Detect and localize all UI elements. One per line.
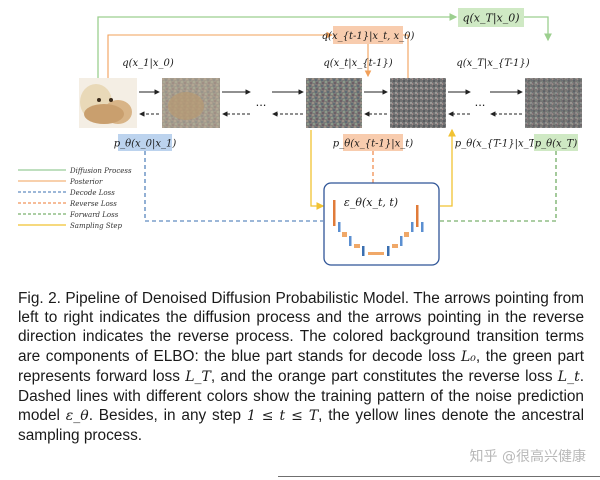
image-xt-1 <box>306 78 362 128</box>
ellipsis-left: ... <box>256 94 267 109</box>
forward-marginal-arrow <box>524 16 552 42</box>
bottom-rule <box>278 476 600 477</box>
posterior-label: q(x_{t-1}|x_t, x_0) <box>322 31 415 42</box>
prior-box <box>534 134 578 151</box>
forward-label-T: q(x_T|x_{T-1}) <box>456 58 529 69</box>
prior-label: p_θ(x_T) <box>535 139 578 150</box>
posterior-link-left <box>107 31 334 78</box>
caption-text-5: . Besides, in any step <box>88 407 247 425</box>
caption-text-2: , the green part represents forward loss <box>18 347 584 385</box>
posterior-box <box>333 26 403 44</box>
noise-model-box <box>323 182 440 266</box>
watermark: 知乎 @很高兴健康 <box>469 449 586 465</box>
caption-math-step-range: 1 ≤ t ≤ T <box>246 408 319 425</box>
caption-math-forward-loss: L_T <box>185 368 211 385</box>
unet-diagram <box>333 200 424 256</box>
legend-label-sampling: Sampling Step <box>70 222 123 230</box>
ddpm-pipeline-figure: q(x_T|x_0) q(x_{t-1}|x_t, x_0) q(x_1|x_0… <box>18 8 582 266</box>
legend-label-forward: Forward Loss <box>69 211 119 219</box>
image-xT <box>525 78 582 128</box>
decode-loss-dash <box>144 151 323 222</box>
forward-marginal-box <box>458 8 524 27</box>
image-x1 <box>162 78 220 128</box>
forward-marginal-label: q(x_T|x_0) <box>462 12 519 26</box>
forward-label-1: q(x_1|x_0) <box>122 58 174 69</box>
caption-math-eps: ε_θ <box>65 408 89 425</box>
legend: Diffusion Process Posterior Decode Loss … <box>18 167 132 230</box>
caption-text-6: , the yellow lines denote the ancestral … <box>18 407 584 445</box>
caption-text-3: , and the orange part constitutes the re… <box>210 367 558 385</box>
legend-label-decode: Decode Loss <box>69 189 115 197</box>
reverse-box <box>343 134 403 151</box>
decode-label: p_θ(x_0|x_1) <box>114 139 177 150</box>
sampling-line-right <box>440 128 456 207</box>
legend-label-reverse: Reverse Loss <box>69 200 117 208</box>
image-xt <box>390 78 446 128</box>
diffusion-skip-path <box>97 13 458 78</box>
caption-math-decode-loss: L₀ <box>461 348 476 365</box>
legend-label-diffusion: Diffusion Process <box>69 167 132 175</box>
image-x0 <box>79 78 137 128</box>
forward-label-t: q(x_t|x_{t-1}) <box>323 58 392 69</box>
caption-math-reverse-loss: L_t <box>557 368 580 385</box>
ellipsis-right: ... <box>475 94 486 109</box>
posterior-link-right <box>402 34 409 78</box>
legend-label-posterior: Posterior <box>69 178 103 186</box>
reverse-label: p_θ(x_{t-1}|x_t) <box>333 139 413 150</box>
decode-box <box>118 134 172 151</box>
sampling-line-left <box>310 130 325 210</box>
caption-text-4: . Dashed lines with different colors sho… <box>18 367 585 425</box>
forward-loss-dash <box>440 151 557 222</box>
last-step-label: p_θ(x_{T-1}|x_T) <box>455 139 539 150</box>
noise-model-label: ε_θ(x_t, t) <box>344 196 398 209</box>
caption-text-1: Fig. 2. Pipeline of Denoised Diffusion P… <box>18 290 584 365</box>
figure-caption: Fig. 2. Pipeline of Denoised Diffusion P… <box>18 289 584 446</box>
